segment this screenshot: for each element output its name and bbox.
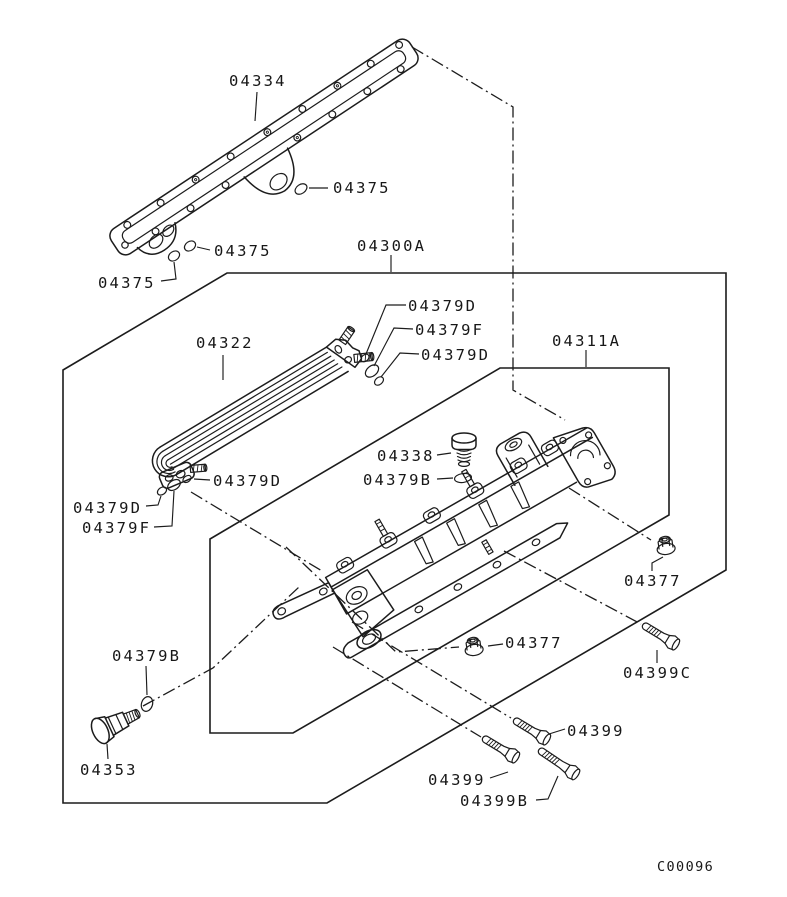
oil-cooler-element-04322 <box>151 325 375 489</box>
leader-line <box>145 665 148 696</box>
o-ring-04375-a <box>294 183 308 195</box>
bolt-04399-b <box>481 735 521 764</box>
explosion-line <box>351 621 512 719</box>
leader-line <box>193 478 211 481</box>
callout-04379D-1: 04379D <box>408 297 477 315</box>
callout-04379B-2: 04379B <box>112 647 181 665</box>
explosion-line <box>503 550 642 625</box>
cover-stud <box>374 518 389 537</box>
leader-line <box>106 743 109 760</box>
leader-line <box>254 91 258 122</box>
nut-04377-b <box>656 535 676 556</box>
callout-04379D-3: 04379D <box>213 472 282 490</box>
explosion-line <box>411 46 566 421</box>
leader-line <box>436 477 454 480</box>
cover-side-arm <box>272 581 336 620</box>
leader-lines <box>106 91 664 801</box>
cover-end-cap <box>552 426 616 488</box>
leader-line <box>651 556 664 571</box>
o-ring-04375-c <box>167 250 181 262</box>
callout-04300A: 04300A <box>357 237 426 255</box>
leader-line <box>196 246 211 251</box>
cover-lower-stud <box>481 539 494 555</box>
o-ring-04379D-4 <box>156 486 168 496</box>
leader-line <box>153 490 175 528</box>
callout-04375-c: 04375 <box>98 274 156 292</box>
leader-line <box>373 327 414 367</box>
callout-04377-b: 04377 <box>624 572 682 590</box>
o-ring-04379D-1 <box>360 353 370 363</box>
drawing-code: C00096 <box>657 859 714 875</box>
oil-cooler-cover-drawing <box>272 426 616 659</box>
callout-04353: 04353 <box>80 761 138 779</box>
cover-left-block <box>331 569 395 638</box>
cover-bosses <box>336 439 559 574</box>
callout-04399C: 04399C <box>623 664 692 682</box>
callout-04399B: 04399B <box>460 792 529 810</box>
plug-04338 <box>451 432 477 468</box>
leader-line <box>380 352 420 378</box>
o-ring-04379D-2 <box>373 376 385 386</box>
leader-line <box>535 775 559 801</box>
callout-04379D-2: 04379D <box>421 346 490 364</box>
o-ring-04379B-2 <box>140 696 154 712</box>
callout-04379D-4: 04379D <box>73 499 142 517</box>
callout-04379B-1: 04379B <box>363 471 432 489</box>
leader-line <box>487 643 504 647</box>
callout-04338: 04338 <box>377 447 435 465</box>
nut-04377-a <box>464 636 484 657</box>
callout-04399-b: 04399 <box>428 771 486 789</box>
callout-04375-a: 04375 <box>333 179 391 197</box>
cover-bottom-flange <box>342 522 569 659</box>
explosion-line <box>332 646 482 738</box>
callout-04322: 04322 <box>196 334 254 352</box>
explosion-lines <box>142 46 652 738</box>
callout-04379F-1: 04379F <box>415 321 484 339</box>
gasket-bolt-holes <box>121 40 405 249</box>
o-ring-04379F-1 <box>364 364 380 378</box>
bolt-04399-a <box>512 717 552 746</box>
inner-assembly-box <box>209 367 670 734</box>
bolt-04399B <box>537 747 581 781</box>
cover-center-tower <box>495 431 549 487</box>
o-ring-04375-b <box>183 240 197 252</box>
leader-line <box>145 495 162 507</box>
explosion-line <box>142 586 300 707</box>
callout-04379F-2: 04379F <box>82 519 151 537</box>
leader-line <box>436 452 452 456</box>
leader-line <box>489 771 509 779</box>
leader-line <box>548 728 566 735</box>
callout-04311A: 04311A <box>552 332 621 350</box>
outer-assembly-box <box>62 272 727 804</box>
callout-04375-b: 04375 <box>214 242 272 260</box>
callout-04399-a: 04399 <box>567 722 625 740</box>
o-ring-04379F-2 <box>167 478 181 492</box>
callout-labels: 04334 04375 04375 04375 04300A 04322 043… <box>73 72 714 875</box>
element-stud-lower <box>353 351 375 363</box>
o-ring-04379B-1 <box>453 472 473 484</box>
gasket-04334 <box>109 38 419 256</box>
explosion-line <box>190 491 323 572</box>
explosion-line <box>568 487 652 541</box>
cover-stud <box>461 468 476 488</box>
o-ring-04379D-3 <box>182 474 192 484</box>
cover-baffle-fins <box>413 481 531 565</box>
explosion-line <box>285 546 460 653</box>
relief-plug-04353 <box>90 708 141 745</box>
callout-04334: 04334 <box>229 72 287 90</box>
element-stud-upper <box>338 325 356 346</box>
leader-line <box>160 261 177 282</box>
callout-04377-a: 04377 <box>505 634 563 652</box>
leader-line <box>365 304 406 355</box>
bolt-04399C <box>641 622 681 651</box>
